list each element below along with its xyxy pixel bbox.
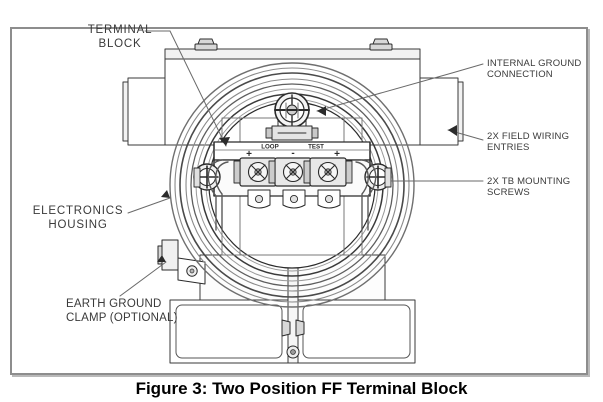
callout-earth-ground-clamp: EARTH GROUND CLAMP (OPTIONAL): [66, 298, 178, 324]
callout-terminal-block: TERMINAL BLOCK: [87, 24, 153, 50]
callout-field-wiring-entries: 2X FIELD WIRING ENTRIES: [487, 131, 570, 154]
callout-electronics-housing: ELECTRONICS HOUSING: [32, 205, 124, 231]
figure-caption: Figure 3: Two Position FF Terminal Block: [135, 379, 468, 398]
callout-internal-ground-connection: INTERNAL GROUND CONNECTION: [487, 58, 582, 81]
callout-tb-mounting-screws: 2X TB MOUNTING SCREWS: [487, 176, 571, 199]
